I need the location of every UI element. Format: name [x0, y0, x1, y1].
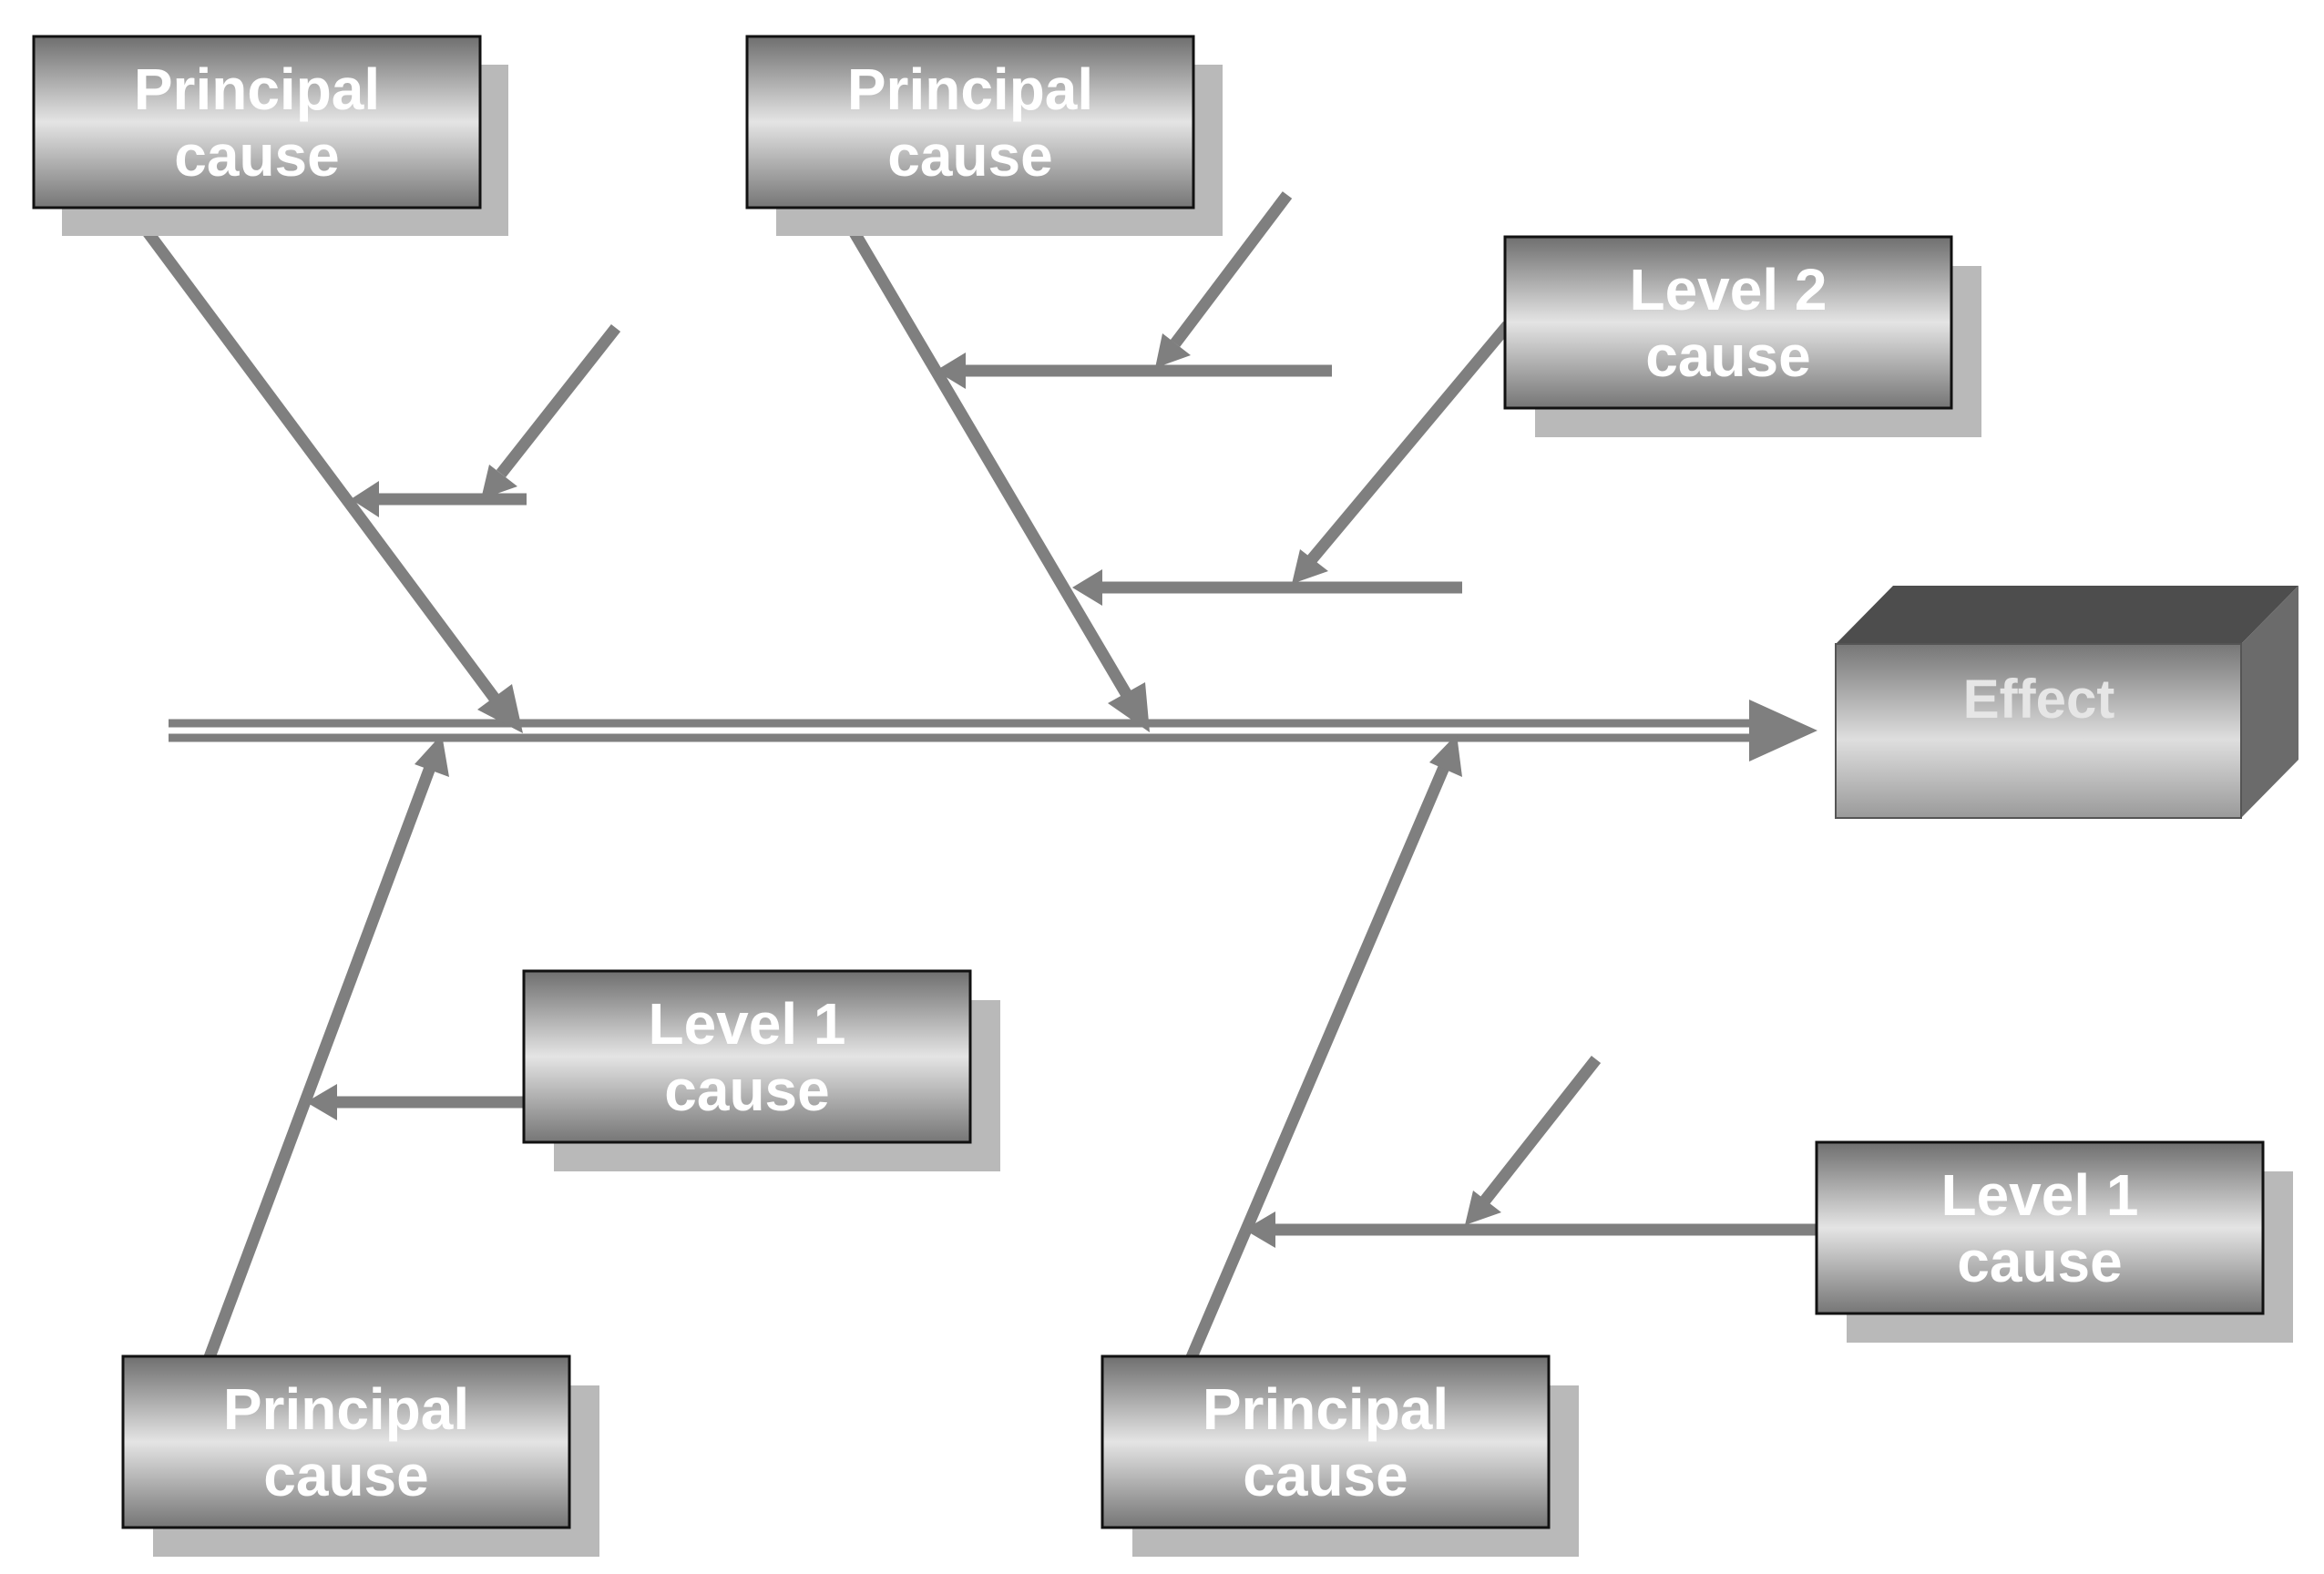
arrowhead-sub-top-left	[351, 481, 379, 517]
bone-principal-bottom-left	[203, 762, 437, 1360]
effect-box: Effect	[1835, 586, 2298, 819]
box-label-line2: cause	[1243, 1443, 1408, 1508]
bone-principal-top-middle	[833, 201, 1142, 714]
bone-principal-bottom-middle	[1186, 762, 1450, 1360]
bone-level2-top-middle-1	[1170, 191, 1293, 347]
cause-box-principal-bottom-middle: Principal cause	[1101, 1354, 1579, 1557]
arrowhead-level2-bottom-right	[1465, 1191, 1501, 1225]
arrowhead-sub-top-middle-1	[936, 353, 966, 389]
cause-box-principal-top-left: Principal cause	[32, 35, 508, 236]
effect-label: Effect	[1963, 669, 2115, 730]
box-label-line2: cause	[263, 1443, 428, 1508]
box-label-line1: Principal	[1203, 1376, 1449, 1442]
box-body	[745, 35, 1195, 210]
arrowhead-level2-top-middle-1	[1155, 333, 1191, 368]
arrowhead-principal-top-middle	[1108, 682, 1150, 732]
arrowhead-sub-top-middle-2	[1072, 569, 1102, 606]
effect-front-face	[1835, 643, 2242, 819]
box-label-line2: cause	[1645, 323, 1810, 389]
cause-box-level1-bottom-left: Level 1 cause	[522, 969, 1000, 1171]
box-label-line2: cause	[664, 1058, 829, 1123]
cause-box-principal-top-middle: Principal cause	[745, 35, 1223, 236]
box-label-line2: cause	[1957, 1229, 2122, 1294]
box-label-line1: Principal	[223, 1376, 469, 1442]
arrowhead-level2-top-right	[1292, 549, 1328, 584]
cause-box-level1-bottom-right: Level 1 cause	[1815, 1140, 2293, 1343]
box-body	[1101, 1354, 1551, 1529]
spine	[169, 700, 1817, 761]
box-label-line2: cause	[887, 123, 1052, 189]
bone-level2-bottom-right	[1479, 1055, 1602, 1205]
bone-level2-top-right	[1307, 321, 1512, 564]
arrowhead-level1-bottom-left	[306, 1084, 337, 1120]
box-label-line1: Principal	[134, 56, 380, 122]
effect-side-face	[2241, 586, 2298, 818]
spine-arrowhead	[1749, 700, 1817, 761]
box-body	[1503, 235, 1953, 410]
bone-level2-top-left	[496, 323, 621, 478]
arrowhead-principal-bottom-middle	[1429, 734, 1462, 777]
box-label-line1: Level 2	[1629, 257, 1827, 322]
arrowhead-principal-bottom-left	[415, 734, 449, 777]
cause-box-principal-bottom-left: Principal cause	[121, 1354, 599, 1557]
arrowhead-level2-top-left	[481, 465, 517, 499]
box-label-line1: Principal	[847, 56, 1093, 122]
box-body	[121, 1354, 571, 1529]
cause-box-level2-top-right: Level 2 cause	[1503, 235, 1981, 437]
box-label-line1: Level 1	[648, 991, 845, 1057]
arrowhead-principal-top-left	[477, 684, 523, 733]
effect-top-face	[1836, 586, 2298, 644]
box-body	[522, 969, 972, 1144]
box-body	[1815, 1140, 2265, 1315]
arrowhead-level1-bottom-right	[1244, 1211, 1275, 1248]
bone-principal-top-left	[122, 201, 514, 721]
box-label-line1: Level 1	[1940, 1162, 2138, 1228]
box-label-line2: cause	[174, 123, 339, 189]
box-body	[32, 35, 482, 210]
